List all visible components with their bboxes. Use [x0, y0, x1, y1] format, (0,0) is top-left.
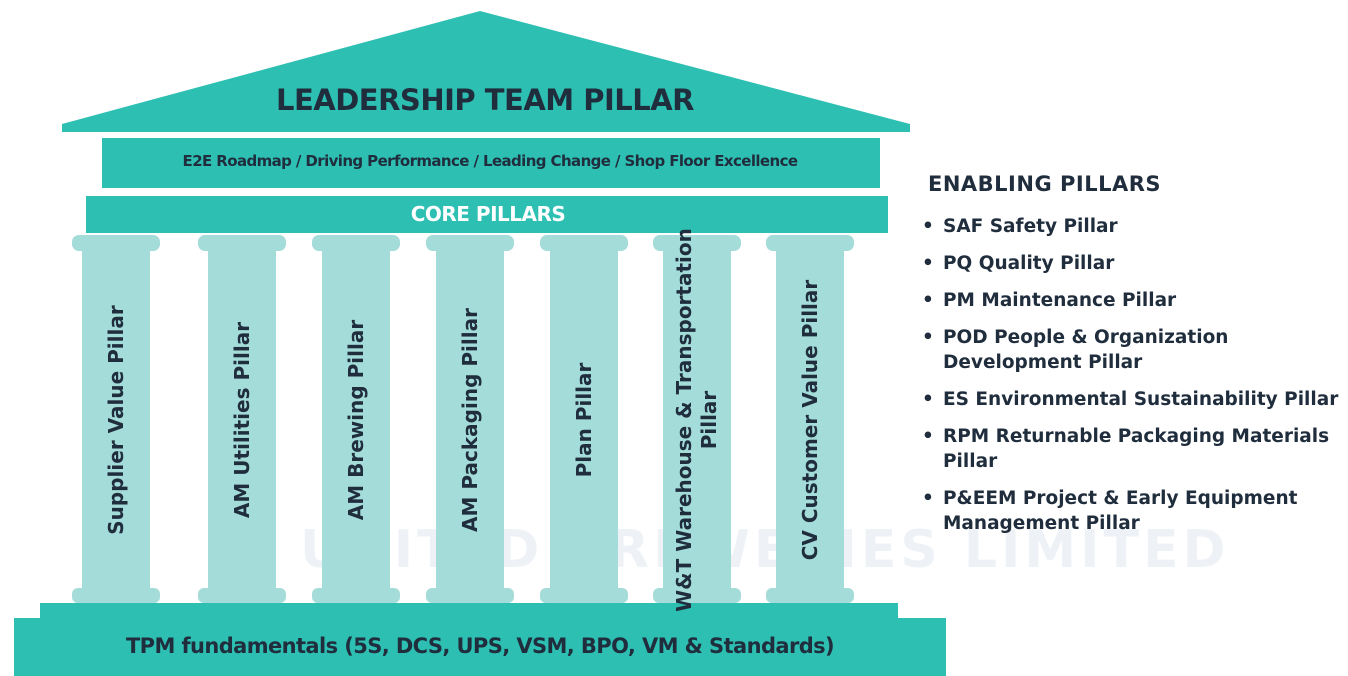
pillar-plan: [540, 235, 628, 603]
pillar-warehouse-transportation: [653, 235, 741, 603]
pillar-foot: [426, 588, 514, 603]
pillar-capital: [72, 235, 160, 251]
bullet-icon: •: [922, 327, 934, 348]
pillar-capital: [653, 235, 741, 251]
core-pillars-band: [86, 196, 888, 233]
list-item: • P&EEM Project & Early Equipment Managem…: [922, 486, 1342, 536]
pillar-foot: [653, 588, 741, 603]
pillar-label-am-utilities: AM Utilities Pillar: [229, 321, 254, 519]
pillar-capital: [198, 235, 286, 251]
bullet-icon: •: [922, 253, 934, 274]
list-item-text: SAF Safety Pillar: [943, 216, 1118, 237]
pillar-foot: [72, 588, 160, 603]
pillar-label-plan: Plan Pillar: [571, 362, 596, 478]
tpm-fundamentals-text: TPM fundamentals (5S, DCS, UPS, VSM, BPO…: [125, 634, 835, 658]
frieze: [102, 138, 880, 188]
pillar-foot: [766, 588, 854, 603]
bullet-icon: •: [922, 216, 934, 237]
list-item-text: PM Maintenance Pillar: [943, 290, 1177, 311]
list-item-text: POD People & Organization Development Pi…: [943, 327, 1229, 373]
temple-diagram: [14, 11, 946, 676]
pillar-columns: [72, 235, 854, 603]
bullet-icon: •: [922, 488, 934, 509]
pillar-foot: [198, 588, 286, 603]
list-item: • PM Maintenance Pillar: [922, 288, 1342, 313]
pillar-label-am-packaging: AM Packaging Pillar: [457, 308, 482, 532]
base-step-bottom: [14, 618, 946, 676]
list-item: • RPM Returnable Packaging Materials Pill…: [922, 424, 1342, 474]
base-step-top: [40, 603, 898, 618]
pillar-shaft: [663, 251, 731, 588]
pillar-label-warehouse-transportation: W&T Warehouse & Transportation Pillar: [672, 228, 721, 612]
pillar-capital: [540, 235, 628, 251]
pillar-shaft: [776, 251, 844, 588]
enabling-pillars-list: • SAF Safety Pillar • PQ Quality Pillar • P…: [922, 214, 1342, 536]
roof: [62, 11, 910, 132]
list-item: • POD People & Organization Development P…: [922, 325, 1342, 375]
pillar-shaft: [550, 251, 618, 588]
enabling-pillars-title: ENABLING PILLARS: [928, 172, 1162, 196]
pillar-foot: [312, 588, 400, 603]
list-item: • ES Environmental Sustainability Pillar: [922, 387, 1342, 412]
pillar-am-packaging: [426, 235, 514, 603]
list-item-text: ES Environmental Sustainability Pillar: [943, 389, 1339, 410]
pillar-foot: [540, 588, 628, 603]
list-item-text: PQ Quality Pillar: [943, 253, 1115, 274]
pillar-customer-value: [766, 235, 854, 603]
bullet-icon: •: [922, 426, 934, 447]
pillar-capital: [312, 235, 400, 251]
pillar-shaft: [208, 251, 276, 588]
pillar-supplier-value: [72, 235, 160, 603]
list-item-text: P&EEM Project & Early Equipment Manageme…: [943, 488, 1298, 534]
list-item: • PQ Quality Pillar: [922, 251, 1342, 276]
pillar-label-am-brewing: AM Brewing Pillar: [343, 319, 368, 521]
pillar-shaft: [322, 251, 390, 588]
frieze-text: E2E Roadmap / Driving Performance / Lead…: [182, 152, 798, 170]
list-item-text: RPM Returnable Packaging Materials Pilla…: [943, 426, 1330, 472]
list-item: • SAF Safety Pillar: [922, 214, 1342, 239]
bullet-icon: •: [922, 290, 934, 311]
pillar-am-brewing: [312, 235, 400, 603]
pillar-am-utilities: [198, 235, 286, 603]
pillar-shaft: [436, 251, 504, 588]
pillar-capital: [426, 235, 514, 251]
core-pillars-label: CORE PILLARS: [410, 202, 566, 226]
pillar-label-customer-value: CV Customer Value Pillar: [797, 279, 822, 561]
enabling-pillars-panel: ENABLING PILLARS • SAF Safety Pillar • PQ …: [922, 172, 1342, 548]
pillar-label-supplier-value: Supplier Value Pillar: [103, 305, 128, 535]
pillar-shaft: [82, 251, 150, 588]
bullet-icon: •: [922, 389, 934, 410]
pillar-capital: [766, 235, 854, 251]
leadership-title: LEADERSHIP TEAM PILLAR: [275, 83, 695, 117]
